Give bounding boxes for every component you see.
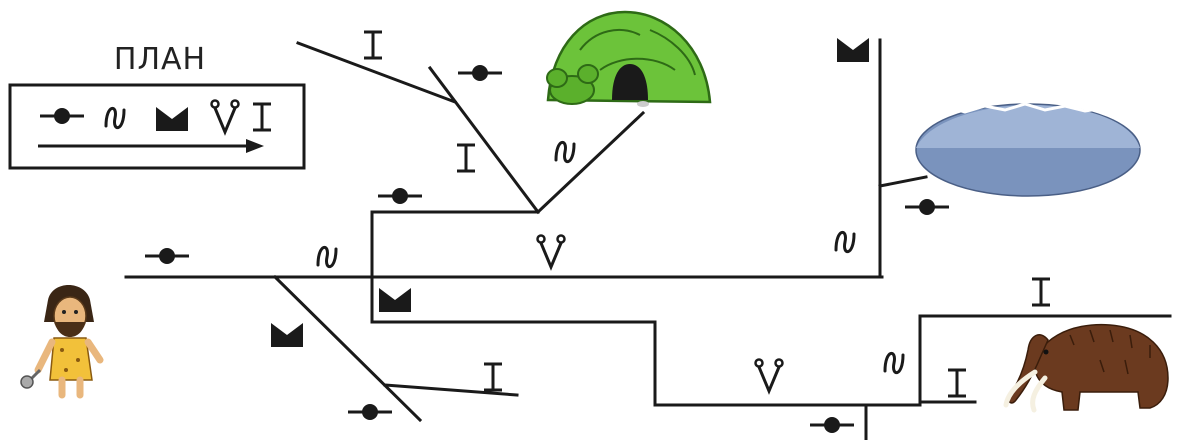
legend-crown-symbol <box>156 107 188 131</box>
legend-wave-symbol <box>106 108 124 127</box>
marker-v-symbol <box>756 360 783 392</box>
marker-crown-symbol <box>271 323 303 347</box>
legend-v-symbol <box>212 101 239 133</box>
marker-wave-symbol <box>556 142 574 161</box>
diagonal-to-junction <box>430 68 538 212</box>
marker-i-symbol <box>948 370 966 396</box>
marker-dot-symbol <box>810 417 854 433</box>
lake-spur <box>880 177 926 186</box>
lower-road <box>372 322 920 405</box>
marker-dot-symbol <box>905 199 949 215</box>
marker-crown-symbol <box>837 38 869 62</box>
legend-i-symbol <box>253 104 271 130</box>
marker-dot-symbol <box>378 188 422 204</box>
upper-left-road <box>298 43 455 102</box>
marker-i-symbol <box>457 145 475 171</box>
legend-title: ПЛАН <box>100 42 220 77</box>
marker-i-symbol <box>484 364 502 390</box>
marker-dot-symbol <box>348 404 392 420</box>
marker-i-symbol <box>364 32 382 58</box>
mammoth-icon <box>1006 325 1168 410</box>
marker-crown-symbol <box>379 288 411 312</box>
cave-icon <box>547 12 710 107</box>
legend-dot-symbol <box>40 108 84 124</box>
legend-arrow-head <box>246 139 264 153</box>
marker-wave-symbol <box>318 247 336 266</box>
caveman-icon <box>21 285 100 395</box>
legend-box <box>10 85 304 168</box>
marker-dot-symbol <box>145 248 189 264</box>
marker-wave-symbol <box>885 353 903 372</box>
lake-icon <box>916 104 1140 196</box>
marker-dot-symbol <box>458 65 502 81</box>
cave-path <box>538 113 643 212</box>
marker-wave-symbol <box>836 232 854 251</box>
upper-loop-road <box>372 212 538 277</box>
marker-v-symbol <box>538 236 565 268</box>
marker-i-symbol <box>1032 279 1050 305</box>
